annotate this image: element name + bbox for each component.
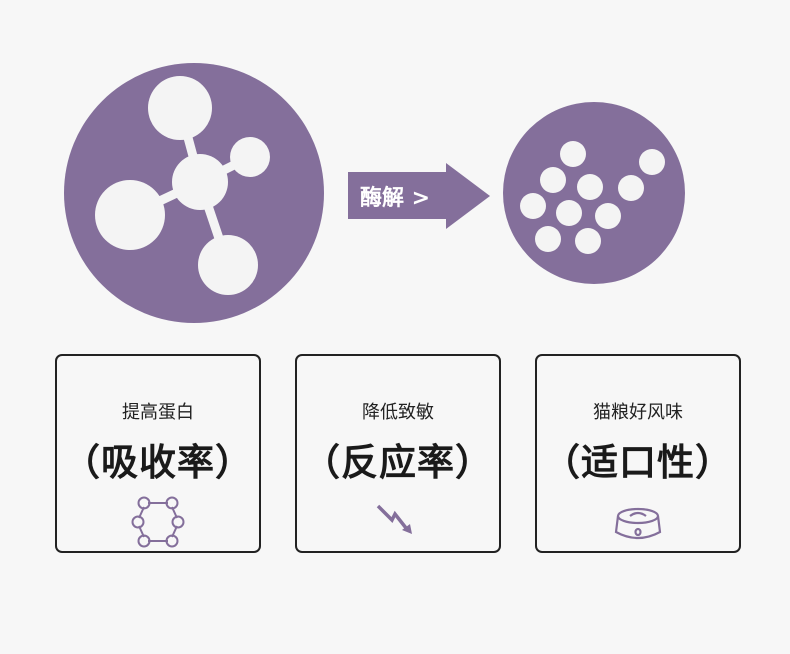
arrow-shape <box>348 163 490 229</box>
card-absorption: 提高蛋白 （吸收率） <box>55 354 261 553</box>
card-subtitle: 提高蛋白 <box>122 402 194 423</box>
card-palatability: 猫粮好风味 （适口性） <box>535 354 741 553</box>
card-subtitle: 降低致敏 <box>362 402 434 423</box>
small-peptide-particles-icon <box>503 102 685 284</box>
large-protein-molecule-icon <box>64 63 324 323</box>
card-title: （适口性） <box>543 441 733 484</box>
enzymolysis-diagram <box>64 63 685 323</box>
trend-down-icon <box>376 504 412 534</box>
card-title: （反应率） <box>303 441 493 484</box>
pet-bowl-icon <box>614 507 662 540</box>
card-subtitle: 猫粮好风味 <box>593 402 683 423</box>
card-title: （吸收率） <box>63 441 253 484</box>
card-allergy: 降低致敏 （反应率） <box>295 354 501 553</box>
molecule-ring-icon <box>131 496 185 548</box>
enzymolysis-label: 酶解 > <box>360 186 431 211</box>
